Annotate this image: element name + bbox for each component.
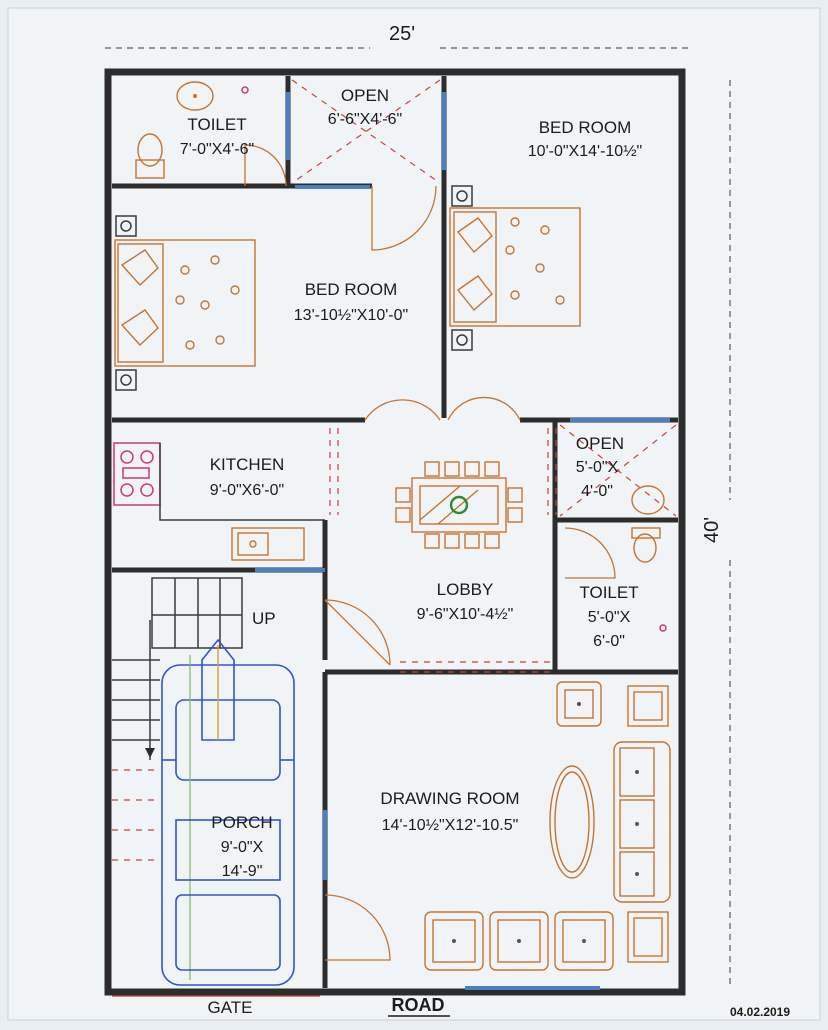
car-icon (161, 638, 295, 986)
bedroom-right-size: 10'-0"X14'-10½" (528, 143, 642, 160)
drawing-room-size: 14'-10½"X12'-10.5" (382, 817, 519, 834)
outer-wall (104, 68, 686, 996)
dining-table-icon (395, 461, 523, 549)
stair-up-label: UP (252, 609, 276, 628)
door-bedroom-right (447, 396, 521, 421)
toilet-top-fixtures (135, 81, 249, 179)
toilet-mid-name: TOILET (579, 583, 638, 602)
porch-size-1: 9'-0"X (221, 839, 264, 856)
porch-size-2: 14'-9" (222, 863, 263, 880)
bedroom-left-name: BED ROOM (305, 280, 398, 299)
sink-icon (231, 527, 305, 561)
armchair-icon (556, 681, 602, 727)
open-mid-size-1: 5'-0"X (576, 459, 619, 476)
toilet-mid-size-2: 6'-0" (593, 633, 625, 650)
open-top-name: OPEN (341, 86, 389, 105)
gate-label: GATE (207, 998, 252, 1017)
porch-name: PORCH (211, 813, 272, 832)
side-table-icon (115, 215, 137, 391)
door-drawing-porch (324, 894, 391, 961)
open-mid-cross (559, 424, 677, 517)
sofa-icon (613, 741, 671, 903)
depth-label: 40' (701, 517, 723, 543)
width-label: 25' (389, 23, 415, 45)
doors (244, 144, 616, 961)
open-mid-name: OPEN (576, 434, 624, 453)
depth-dimension: 40' (701, 80, 731, 985)
open-top-size: 6'-6"X4'-6" (328, 111, 402, 128)
door-porch-lobby (324, 599, 391, 666)
room-labels: TOILET 7'-0"X4'-6" OPEN 6'-6"X4'-6" BED … (180, 86, 791, 1019)
toilet-top-size: 7'-0"X4'-6" (180, 141, 254, 158)
toilet-mid-size-1: 5'-0"X (588, 609, 631, 626)
bed-right (449, 185, 581, 351)
kitchen-name: KITCHEN (210, 455, 285, 474)
door-bedroom-open (371, 185, 437, 251)
door-toilet-mid (564, 527, 616, 579)
door-toilet-top (244, 144, 287, 187)
kitchen-size: 9'-0"X6'-0" (210, 482, 284, 499)
lobby-size: 9'-6"X10'-4½" (417, 606, 514, 623)
staircase: UP (112, 577, 276, 861)
bed-left (114, 215, 256, 391)
plant-icon (449, 495, 469, 515)
drawing-room-name: DRAWING ROOM (380, 789, 519, 808)
wc-top (137, 133, 163, 167)
arrow-down-icon (145, 748, 155, 758)
road-label: ROAD (392, 995, 445, 1015)
center-table-icon (549, 765, 595, 879)
width-dimension: 25' (105, 23, 688, 49)
kitchen-fixtures (113, 442, 325, 561)
bedroom-left-size: 13'-10½"X10'-0" (294, 307, 408, 324)
drawing-room-furniture (424, 681, 671, 971)
passage-dashes (329, 428, 557, 673)
open-mid-size-2: 4'-0" (581, 483, 613, 500)
lobby-name: LOBBY (437, 580, 494, 599)
bedroom-right-name: BED ROOM (539, 118, 632, 137)
wash-basin-top (176, 81, 214, 111)
toilet-top-name: TOILET (187, 115, 246, 134)
paper-sheet (7, 7, 821, 1021)
date-label: 04.02.2019 (730, 1005, 790, 1019)
toilet-mid-fixtures (631, 485, 667, 632)
door-bedroom-left (364, 399, 441, 421)
windows (255, 92, 670, 990)
